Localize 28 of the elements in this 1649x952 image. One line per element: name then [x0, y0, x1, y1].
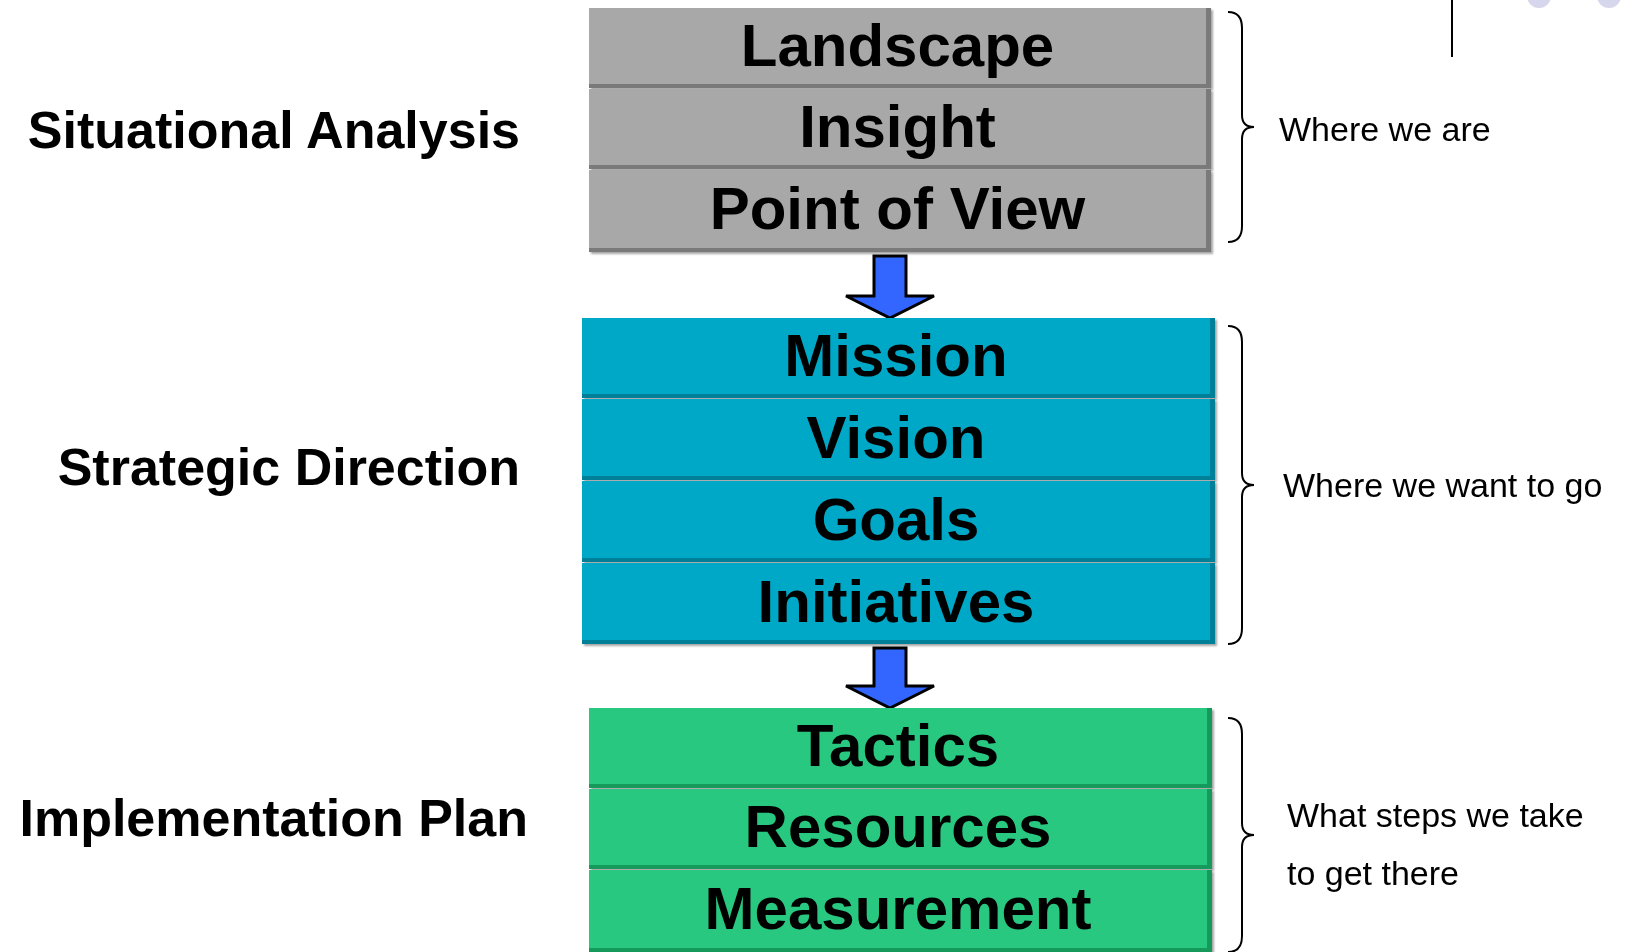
layer-label: Goals: [812, 489, 980, 550]
layer-bar: [582, 563, 1215, 644]
layer-bar: [589, 89, 1211, 169]
block-arrow: [844, 646, 936, 710]
layer-bar: [589, 870, 1212, 952]
brace-note: What steps we take to get there: [1287, 795, 1585, 894]
layer-label: Tactics: [796, 716, 1000, 776]
layer-bar: [582, 318, 1215, 398]
section-heading: Situational Analysis: [26, 101, 520, 159]
layer-bar: [582, 481, 1215, 562]
brace-note: Where we want to go: [1283, 465, 1604, 506]
layer-label: Initiatives: [757, 571, 1035, 632]
layer-bar: [589, 708, 1212, 788]
layer-label: Insight: [799, 97, 996, 157]
layer-label: Mission: [784, 326, 1008, 386]
layer-bar: [582, 399, 1215, 480]
layer-label: Point of View: [709, 179, 1086, 239]
layer-bar: [589, 170, 1211, 252]
layer-label: Measurement: [704, 879, 1092, 939]
brace-note: Where we are: [1279, 109, 1492, 150]
section-heading: Implementation Plan: [18, 789, 528, 847]
layer-bar: [589, 8, 1211, 88]
layer-label: Resources: [744, 797, 1052, 857]
section-heading: Strategic Direction: [56, 438, 520, 496]
block-arrow: [844, 254, 936, 320]
layer-label: Vision: [806, 407, 986, 468]
layer-label: Landscape: [740, 16, 1055, 76]
layer-bar: [589, 789, 1212, 869]
